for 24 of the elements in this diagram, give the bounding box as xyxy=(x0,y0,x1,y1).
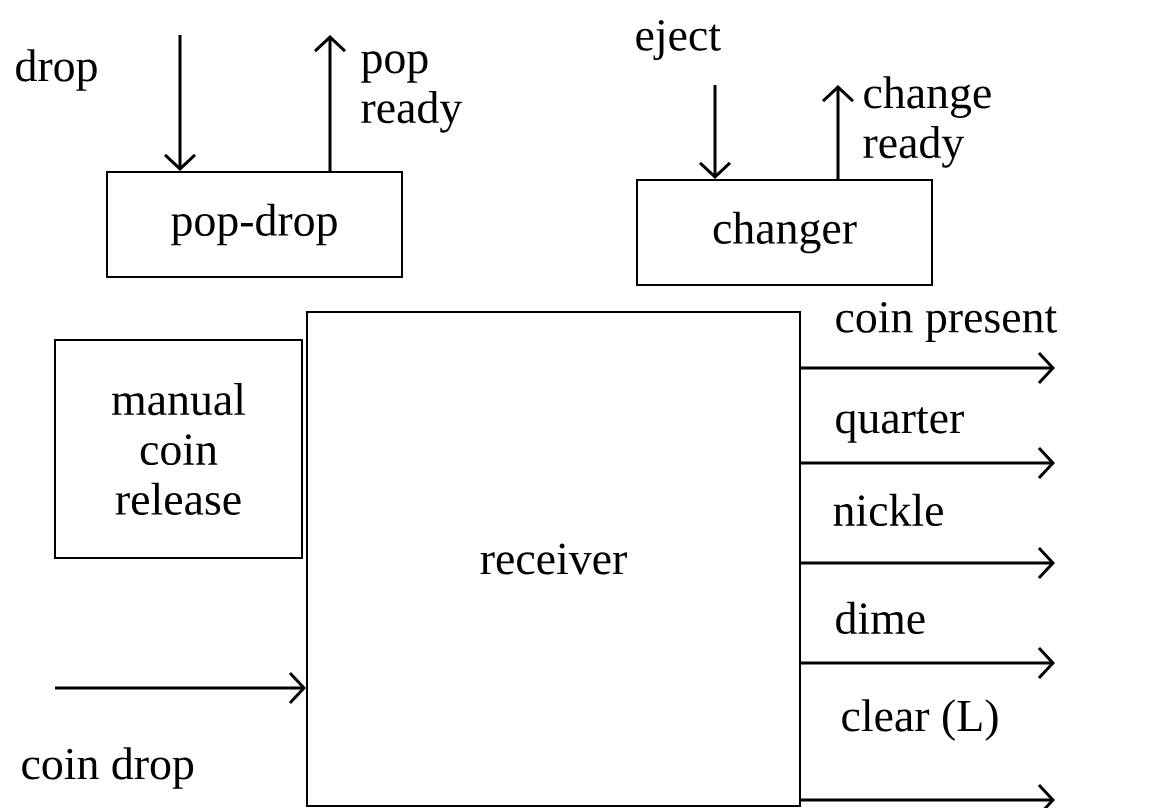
signal-label: drop xyxy=(16,49,97,91)
arrow xyxy=(698,85,732,179)
signal-label: quarter xyxy=(836,407,964,443)
signal-label: clear (L) xyxy=(842,699,998,741)
signal-label: eject xyxy=(636,19,721,61)
arrow xyxy=(801,646,1055,680)
arrow xyxy=(314,35,347,171)
signal-label: pop ready xyxy=(361,51,463,133)
arrow xyxy=(821,85,855,179)
block-box: receiver xyxy=(306,311,801,807)
block-box: changer xyxy=(636,179,933,286)
arrow xyxy=(801,351,1055,385)
arrow xyxy=(801,783,1055,808)
signal-label: change ready xyxy=(863,76,991,168)
arrow xyxy=(55,671,306,705)
arrow xyxy=(164,35,197,171)
signal-label: coin present xyxy=(836,301,1057,343)
signal-label: coin drop xyxy=(22,747,194,789)
arrow xyxy=(801,546,1055,580)
arrow xyxy=(801,446,1055,480)
signal-label: dime xyxy=(836,601,925,635)
block-box: manual coin release xyxy=(54,339,303,559)
signal-label: nickle xyxy=(833,493,943,527)
block-box: pop-drop xyxy=(106,171,403,278)
